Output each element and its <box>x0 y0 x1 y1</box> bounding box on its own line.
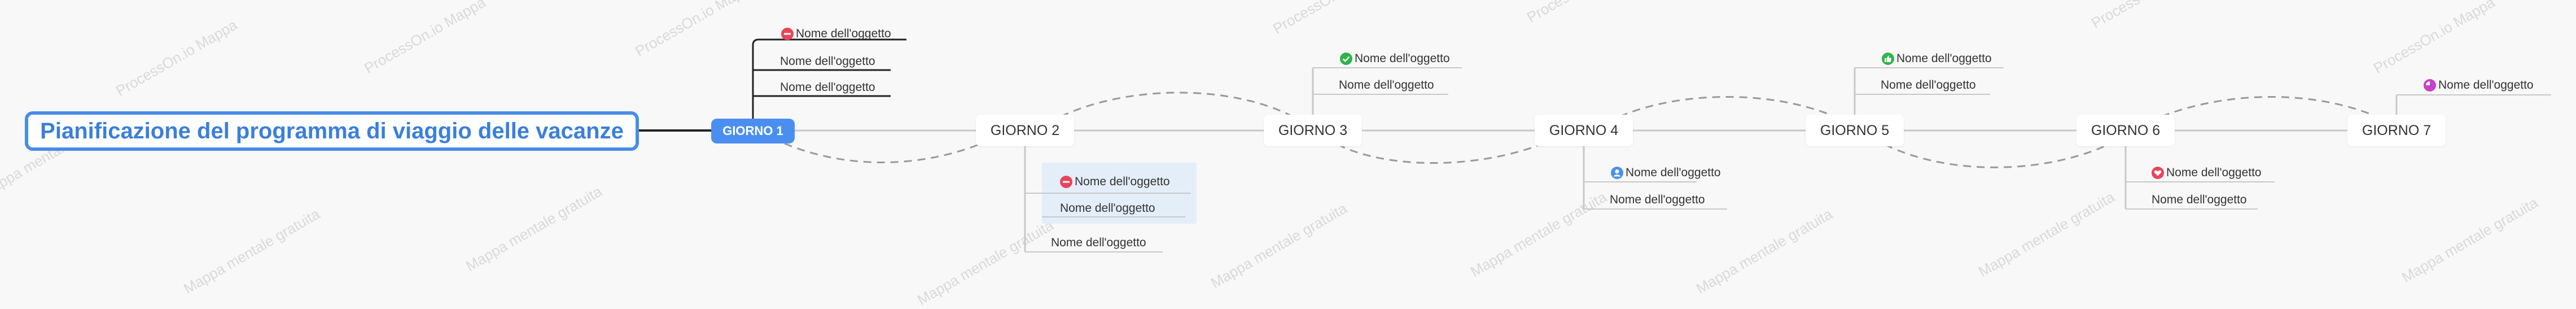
item-label: Nome dell'oggetto <box>2166 166 2262 179</box>
item-label: Nome dell'oggetto <box>796 27 891 40</box>
day6-item[interactable]: Nome dell'oggetto <box>2152 166 2262 180</box>
day3-item[interactable]: Nome dell'oggetto <box>1339 79 1434 92</box>
item-label: Nome dell'oggetto <box>780 81 875 94</box>
item-label: Nome dell'oggetto <box>1339 79 1434 92</box>
day1-item[interactable]: Nome dell'oggetto <box>780 55 875 68</box>
root-topic[interactable]: Pianificazione del programma di viaggio … <box>25 111 639 151</box>
item-label: Nome dell'oggetto <box>1075 175 1170 188</box>
progress-circle-icon <box>2424 79 2436 92</box>
check-circle-icon <box>1340 53 1352 65</box>
day-node-1[interactable]: GIORNO 1 <box>711 119 795 143</box>
relationship-arc <box>1061 92 1293 117</box>
item-label: Nome dell'oggetto <box>1355 52 1450 65</box>
relationship-arc <box>2161 96 2377 117</box>
day6-item[interactable]: Nome dell'oggetto <box>2152 193 2247 207</box>
day-node-6[interactable]: GIORNO 6 <box>2076 115 2175 146</box>
relationship-arc <box>784 137 994 163</box>
item-label: Nome dell'oggetto <box>1896 52 1992 65</box>
day-node-7[interactable]: GIORNO 7 <box>2347 115 2446 146</box>
item-label: Nome dell'oggetto <box>1060 202 1155 215</box>
minus-circle-icon <box>781 28 794 40</box>
day4-item[interactable]: Nome dell'oggetto <box>1611 166 1721 180</box>
day2-item[interactable]: Nome dell'oggetto <box>1060 175 1170 189</box>
branch-line <box>752 38 785 119</box>
item-label: Nome dell'oggetto <box>1610 193 1705 206</box>
day5-item[interactable]: Nome dell'oggetto <box>1881 79 1976 92</box>
day-node-5[interactable]: GIORNO 5 <box>1806 115 1904 146</box>
person-circle-icon <box>1611 167 1623 179</box>
day1-item[interactable]: Nome dell'oggetto <box>781 27 891 41</box>
relationship-arc <box>1885 142 2111 168</box>
day-node-2[interactable]: GIORNO 2 <box>976 115 1074 146</box>
item-label: Nome dell'oggetto <box>780 55 875 68</box>
day-node-3[interactable]: GIORNO 3 <box>1264 115 1362 146</box>
day4-item[interactable]: Nome dell'oggetto <box>1610 193 1705 207</box>
item-label: Nome dell'oggetto <box>2152 193 2247 206</box>
heart-circle-icon <box>2152 167 2164 179</box>
day7-item[interactable]: Nome dell'oggetto <box>2424 79 2534 92</box>
item-label: Nome dell'oggetto <box>1626 166 1721 179</box>
item-label: Nome dell'oggetto <box>2438 79 2534 92</box>
relationship-arc <box>1619 96 1835 117</box>
day-node-4[interactable]: GIORNO 4 <box>1535 115 1633 146</box>
day3-item[interactable]: Nome dell'oggetto <box>1340 52 1450 66</box>
day5-item[interactable]: Nome dell'oggetto <box>1882 52 1992 66</box>
day2-item[interactable]: Nome dell'oggetto <box>1060 202 1155 215</box>
day2-item[interactable]: Nome dell'oggetto <box>1051 236 1146 250</box>
relationship-arc <box>1337 141 1547 164</box>
minus-circle-icon <box>1060 176 1072 188</box>
item-label: Nome dell'oggetto <box>1051 236 1146 249</box>
day1-item[interactable]: Nome dell'oggetto <box>780 81 875 94</box>
thumbs-up-icon <box>1882 53 1894 65</box>
item-label: Nome dell'oggetto <box>1881 79 1976 92</box>
